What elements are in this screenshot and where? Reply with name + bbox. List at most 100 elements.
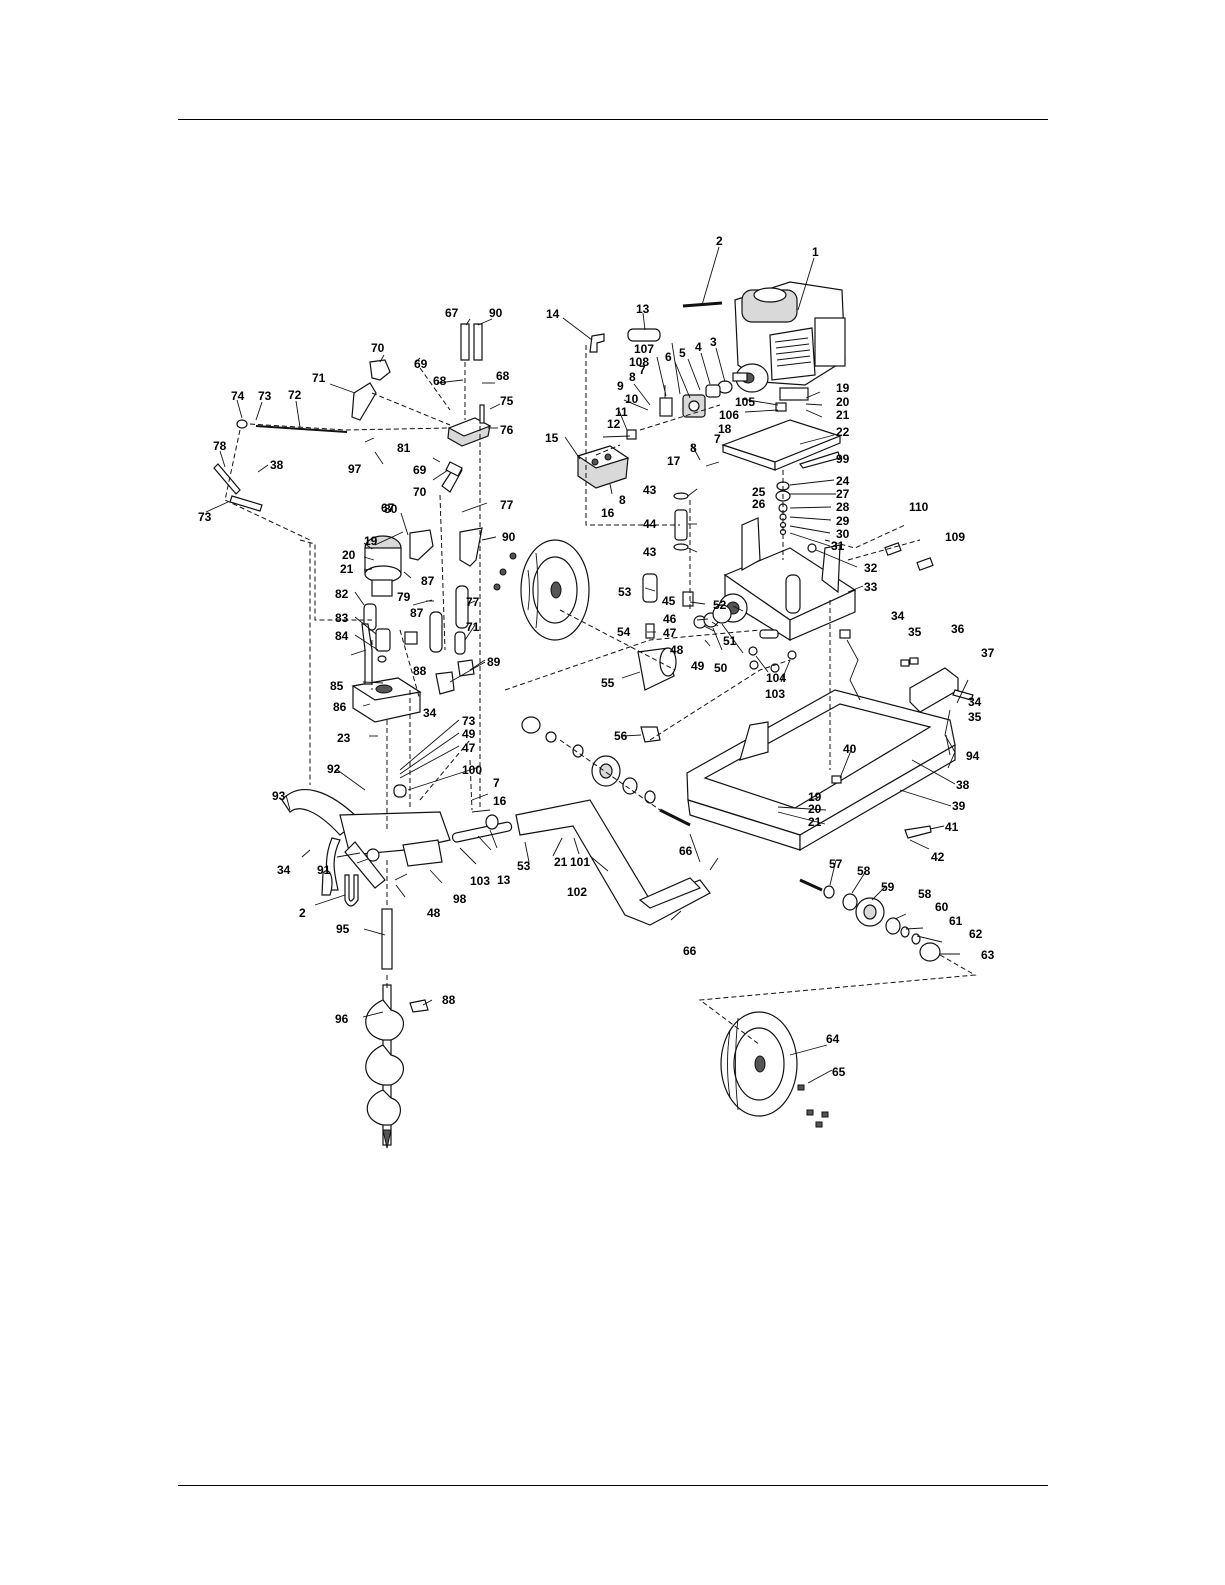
- callout-7-b: 7: [714, 432, 721, 446]
- callout-10: 10: [625, 392, 639, 406]
- gear-box: [718, 517, 857, 642]
- callout-13: 13: [636, 302, 650, 316]
- callout-46: 46: [663, 612, 677, 626]
- callout-70-b: 70: [413, 485, 427, 499]
- callout-53: 53: [618, 585, 632, 599]
- callout-64: 64: [826, 1032, 840, 1046]
- callout-102: 102: [567, 885, 587, 899]
- callout-34: 34: [891, 609, 905, 623]
- callout-49-b: 49: [462, 727, 476, 741]
- footer-rule: [178, 1485, 1048, 1486]
- callout-19: 19: [836, 381, 850, 395]
- callout-101: 101: [570, 855, 590, 869]
- callout-21-b: 21: [340, 562, 354, 576]
- callout-54: 54: [617, 625, 631, 639]
- callout-49: 49: [691, 659, 705, 673]
- callout-16-b: 16: [493, 794, 507, 808]
- callout-78: 78: [213, 439, 227, 453]
- callout-28: 28: [836, 500, 850, 514]
- callout-109: 109: [945, 530, 965, 544]
- callout-labels: 1 2 3 4 5 6 7 7 7 8 8 8 9 10 11 12 13 13…: [198, 234, 995, 1079]
- callout-62: 62: [969, 927, 983, 941]
- callout-71-b: 71: [466, 620, 480, 634]
- callout-76: 76: [500, 423, 514, 437]
- callout-90-b: 90: [502, 530, 516, 544]
- callout-20-c: 20: [808, 802, 822, 816]
- header-rule: [178, 119, 1048, 120]
- callout-34-c: 34: [423, 706, 437, 720]
- callout-7: 7: [639, 363, 646, 377]
- auger-motor: [363, 535, 418, 663]
- hoses: [409, 527, 483, 695]
- callout-73-c: 73: [462, 714, 476, 728]
- callout-70: 70: [371, 341, 385, 355]
- wheel-lower: [720, 1011, 798, 1117]
- callout-69: 69: [414, 357, 428, 371]
- callout-43-b: 43: [643, 545, 657, 559]
- callout-47-b: 47: [462, 741, 476, 755]
- callout-90: 90: [489, 306, 503, 320]
- callout-21-c: 21: [808, 815, 822, 829]
- callout-48: 48: [670, 643, 684, 657]
- callout-75: 75: [500, 394, 514, 408]
- callout-66: 66: [679, 844, 693, 858]
- callout-21: 21: [836, 408, 850, 422]
- callout-47: 47: [663, 626, 677, 640]
- callout-13-b: 13: [497, 873, 511, 887]
- callout-45: 45: [662, 594, 676, 608]
- callout-52: 52: [713, 598, 727, 612]
- callout-80: 80: [384, 502, 398, 516]
- callout-42: 42: [931, 850, 945, 864]
- callout-85: 85: [330, 679, 344, 693]
- callout-2-b: 2: [299, 906, 306, 920]
- callout-74: 74: [231, 389, 245, 403]
- coupler-parts: [626, 380, 733, 440]
- callout-1: 1: [812, 245, 819, 259]
- callout-5: 5: [679, 346, 686, 360]
- auger: [365, 908, 429, 1149]
- hitch-bracket: [846, 639, 959, 769]
- callout-32: 32: [864, 561, 878, 575]
- callout-6: 6: [665, 350, 672, 364]
- callout-16: 16: [601, 506, 615, 520]
- callout-51: 51: [723, 634, 737, 648]
- callout-35-b: 35: [968, 710, 982, 724]
- spacer: [673, 492, 689, 551]
- u-bolt: [344, 874, 359, 907]
- control-lever: [213, 419, 348, 512]
- hydraulic-pump: [576, 445, 630, 489]
- callout-53-b: 53: [517, 859, 531, 873]
- callout-68: 68: [433, 374, 447, 388]
- callout-110: 110: [909, 500, 929, 514]
- callout-72: 72: [288, 388, 302, 402]
- callout-39: 39: [952, 799, 966, 813]
- callout-104: 104: [766, 671, 786, 685]
- callout-17: 17: [667, 454, 681, 468]
- callout-87-b: 87: [410, 606, 424, 620]
- callout-73-b: 73: [198, 510, 212, 524]
- callout-92: 92: [327, 762, 341, 776]
- callout-2: 2: [716, 234, 723, 248]
- callout-106: 106: [719, 408, 739, 422]
- callout-103-b: 103: [470, 874, 490, 888]
- callout-14: 14: [546, 307, 560, 321]
- callout-18: 18: [718, 422, 732, 436]
- callout-84: 84: [335, 629, 349, 643]
- callout-55: 55: [601, 676, 615, 690]
- callout-58-b: 58: [918, 887, 932, 901]
- callout-68-b: 68: [496, 369, 510, 383]
- callout-20: 20: [836, 395, 850, 409]
- callout-50: 50: [714, 661, 728, 675]
- callout-25: 25: [752, 485, 766, 499]
- callout-41: 41: [945, 820, 959, 834]
- hitch-arm: [515, 799, 711, 926]
- callout-15: 15: [545, 431, 559, 445]
- callout-86: 86: [333, 700, 347, 714]
- callout-59: 59: [881, 880, 895, 894]
- hose-fittings-top: [589, 328, 661, 353]
- callout-24: 24: [836, 474, 850, 488]
- callout-105: 105: [735, 395, 755, 409]
- lower-cylinder: [393, 784, 513, 843]
- explosion-lines: [224, 345, 977, 1046]
